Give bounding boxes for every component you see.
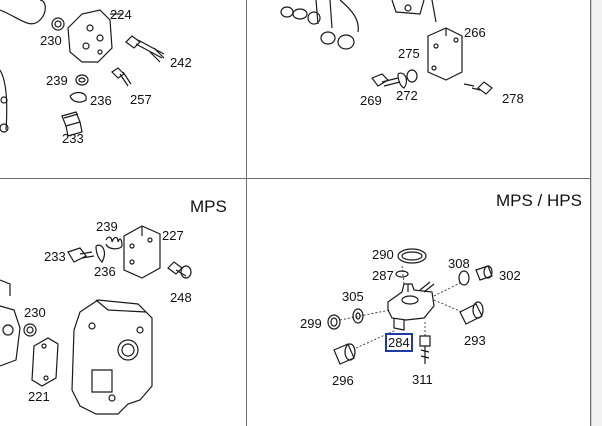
part-label-305[interactable]: 305 <box>342 289 364 304</box>
part-label-239-b[interactable]: 239 <box>96 219 118 234</box>
panel-title-mps-hps: MPS / HPS <box>496 191 582 210</box>
part-label-299[interactable]: 299 <box>300 316 322 331</box>
part-label-269[interactable]: 269 <box>360 93 382 108</box>
panel-title-mps: MPS <box>190 197 227 216</box>
part-label-266[interactable]: 266 <box>464 25 486 40</box>
part-label-248[interactable]: 248 <box>170 290 192 305</box>
part-label-230-b[interactable]: 230 <box>24 305 46 320</box>
part-label-227[interactable]: 227 <box>162 228 184 243</box>
part-label-236-b[interactable]: 236 <box>94 264 116 279</box>
part-label-233-b[interactable]: 233 <box>44 249 66 264</box>
panel-divider-vertical <box>246 0 247 426</box>
part-label-230[interactable]: 230 <box>40 33 62 48</box>
part-label-242[interactable]: 242 <box>170 55 192 70</box>
part-label-287[interactable]: 287 <box>372 268 394 283</box>
panel-divider-right-edge <box>590 0 591 426</box>
bottom-left-assembly <box>0 225 192 415</box>
part-label-308[interactable]: 308 <box>448 256 470 271</box>
top-left-assembly <box>0 0 165 137</box>
part-label-233[interactable]: 233 <box>62 131 84 146</box>
vertical-scrollbar[interactable] <box>591 0 602 426</box>
part-label-236[interactable]: 236 <box>90 93 112 108</box>
part-label-257[interactable]: 257 <box>130 92 152 107</box>
part-label-302[interactable]: 302 <box>499 268 521 283</box>
top-right-assembly <box>280 0 493 95</box>
part-label-221[interactable]: 221 <box>28 389 50 404</box>
part-label-311[interactable]: 311 <box>412 372 433 387</box>
part-label-293[interactable]: 293 <box>464 333 486 348</box>
panel-divider-horizontal <box>0 178 592 179</box>
part-label-290[interactable]: 290 <box>372 247 394 262</box>
part-label-275[interactable]: 275 <box>398 46 420 61</box>
part-label-284-highlighted[interactable]: 284 <box>385 333 413 352</box>
part-label-296[interactable]: 296 <box>332 373 354 388</box>
part-label-272[interactable]: 272 <box>396 88 418 103</box>
part-label-239[interactable]: 239 <box>46 73 68 88</box>
bottom-right-assembly <box>327 248 493 365</box>
part-label-224[interactable]: 224 <box>110 7 132 22</box>
part-label-278[interactable]: 278 <box>502 91 524 106</box>
